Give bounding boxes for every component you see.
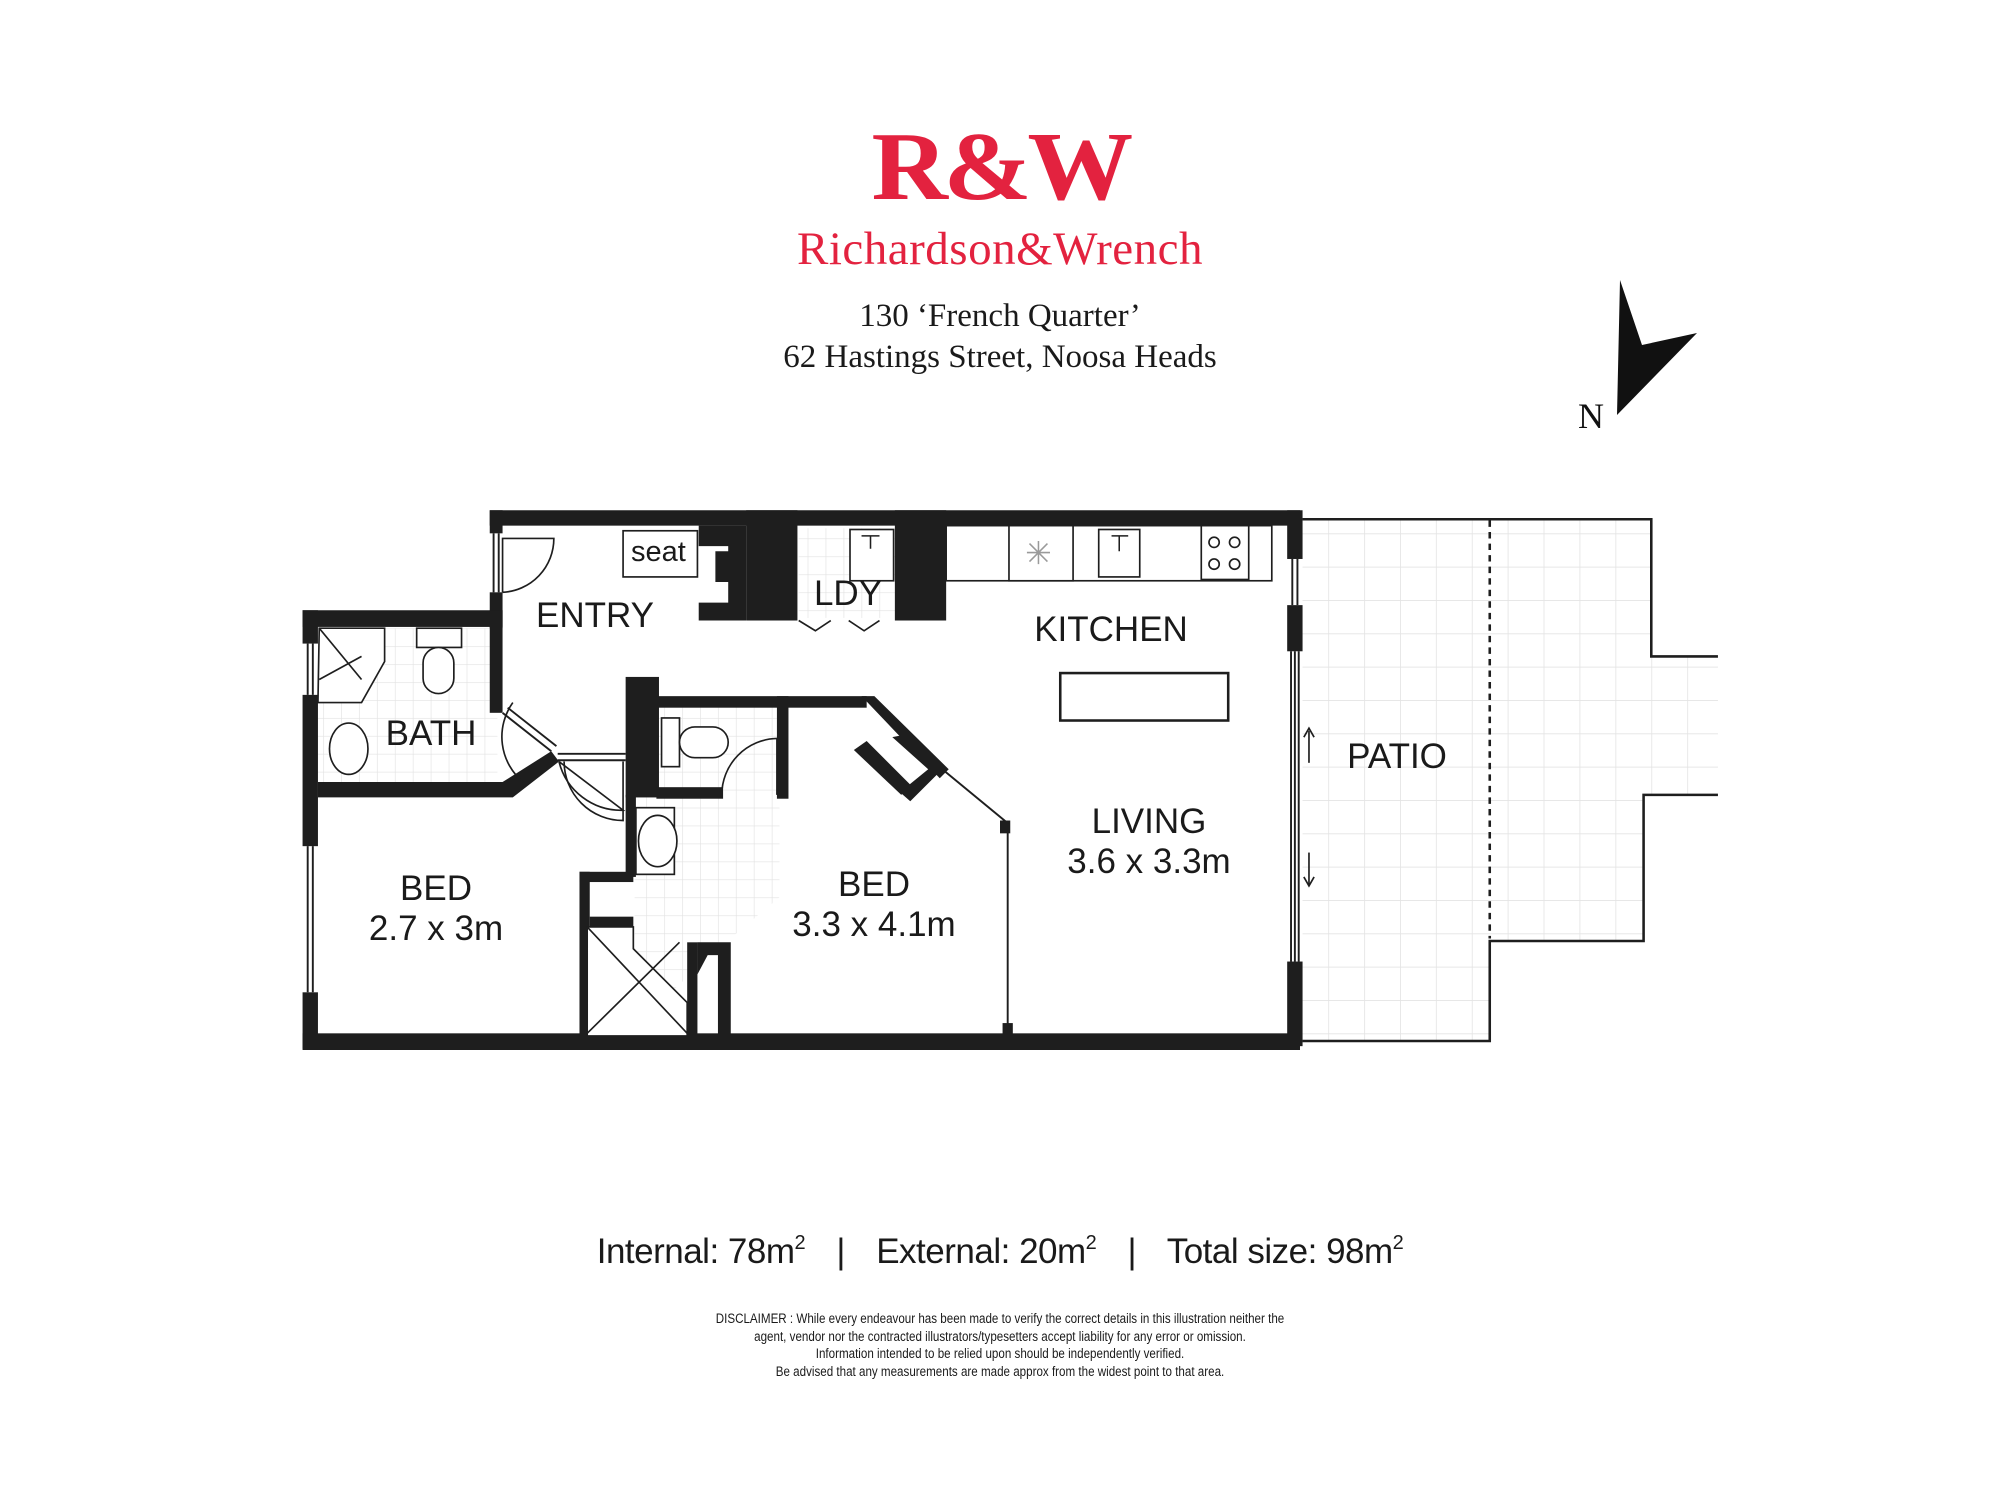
north-arrow-icon bbox=[1617, 280, 1697, 415]
separator: | bbox=[836, 1232, 845, 1271]
kitchen-island bbox=[1058, 671, 1230, 722]
room-label-laundry: LDY bbox=[814, 574, 882, 614]
compass-north-label: N bbox=[1578, 396, 1604, 436]
bed1-name: BED bbox=[400, 869, 472, 908]
room-label-bath: BATH bbox=[386, 714, 477, 754]
patio-name: PATIO bbox=[1347, 737, 1447, 776]
total-unit-sup: 2 bbox=[1392, 1232, 1404, 1254]
external-value: 20m bbox=[1019, 1232, 1086, 1271]
disclaimer-line: Information intended to be relied upon s… bbox=[815, 1346, 1185, 1361]
ensuite-basin-icon bbox=[637, 814, 678, 868]
disclaimer-line: DISCLAIMER : While every endeavour has b… bbox=[715, 1311, 1285, 1326]
disclaimer-line: Be advised that any measurements are mad… bbox=[775, 1363, 1225, 1379]
bath-toilet-icon bbox=[415, 627, 463, 649]
room-label-kitchen: KITCHEN bbox=[1034, 610, 1188, 650]
bath-basin-icon bbox=[328, 722, 369, 776]
room-label-patio: PATIO bbox=[1347, 737, 1447, 777]
room-label-entry: ENTRY bbox=[536, 596, 654, 636]
property-unit: 130 ‘French Quarter’ bbox=[859, 298, 1141, 334]
windows bbox=[306, 533, 1300, 1026]
room-label-living: LIVING 3.6 x 3.3m bbox=[1067, 802, 1230, 882]
total-value: 98m bbox=[1326, 1232, 1393, 1271]
separator: | bbox=[1127, 1232, 1137, 1271]
property-street: 62 Hastings Street, Noosa Heads bbox=[783, 339, 1217, 375]
disclaimer: DISCLAIMER : While every endeavour has b… bbox=[140, 1310, 1860, 1380]
internal-label: Internal: bbox=[596, 1232, 719, 1271]
laundry-name: LDY bbox=[813, 574, 883, 613]
internal-value: 78m bbox=[727, 1232, 795, 1271]
fan-icon bbox=[1026, 541, 1050, 565]
living-name: LIVING bbox=[1091, 802, 1207, 841]
living-dims: 3.6 x 3.3m bbox=[1067, 842, 1231, 881]
kitchen-name: KITCHEN bbox=[1034, 610, 1188, 649]
fixtures bbox=[317, 524, 1273, 1037]
laundry-bifold-door-icon bbox=[798, 619, 880, 632]
brand-name: Richardson&Wrench bbox=[797, 223, 1203, 275]
external-unit-sup: 2 bbox=[1085, 1232, 1097, 1254]
laundry-tub-icon bbox=[849, 528, 895, 582]
brand-logo-mark: R&W bbox=[871, 113, 1133, 221]
bed1-dims: 2.7 x 3m bbox=[368, 909, 504, 948]
entry-seat bbox=[622, 529, 699, 578]
disclaimer-line: agent, vendor nor the contracted illustr… bbox=[754, 1328, 1246, 1344]
patio-area bbox=[1302, 517, 1718, 1043]
doors bbox=[501, 537, 1315, 888]
room-label-seat: seat bbox=[631, 536, 686, 568]
external-label: External: bbox=[876, 1232, 1010, 1271]
total-label: Total size: bbox=[1166, 1232, 1318, 1271]
entry-door-icon bbox=[501, 537, 555, 594]
header: R&W Richardson&Wrench 130 ‘French Quarte… bbox=[0, 118, 2000, 378]
bed2-name: BED bbox=[838, 865, 910, 904]
bath-door-icon bbox=[501, 702, 524, 783]
ensuite-toilet-icon bbox=[660, 717, 681, 768]
entry-name: ENTRY bbox=[536, 596, 654, 635]
room-label-bed2: BED 3.3 x 4.1m bbox=[792, 865, 955, 945]
area-summary: Internal: 78m2 | External: 20m2 | Total … bbox=[0, 1232, 2000, 1272]
bath-name: BATH bbox=[385, 714, 477, 753]
internal-unit-sup: 2 bbox=[794, 1232, 806, 1254]
room-label-bed1: BED 2.7 x 3m bbox=[369, 869, 503, 949]
ensuite-door-icon bbox=[720, 737, 778, 795]
cooktop-icon bbox=[1200, 524, 1250, 581]
bed2-dims: 3.3 x 4.1m bbox=[792, 905, 956, 944]
walls bbox=[302, 510, 1303, 1050]
bed1-door-icon bbox=[558, 760, 626, 812]
